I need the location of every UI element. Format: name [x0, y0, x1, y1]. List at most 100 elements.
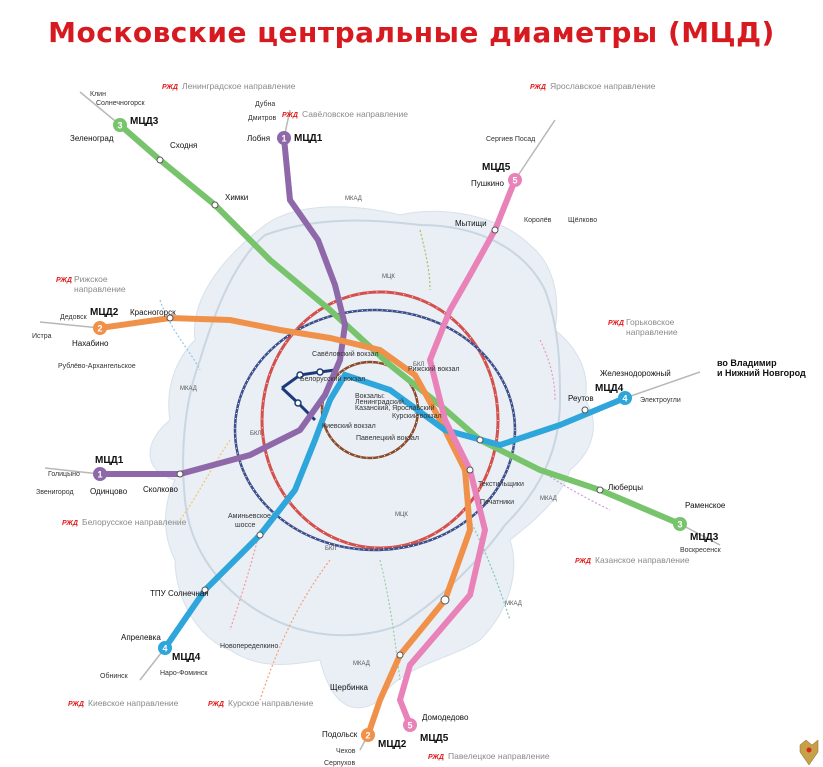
rzd-logo-icon: РЖД: [575, 558, 591, 565]
direction-kievskoe: Киевское направление: [88, 698, 179, 708]
mcd5-north-badge: [508, 173, 522, 187]
mkad-label: МКАД: [180, 386, 197, 392]
bkl-label: БКЛ: [250, 431, 261, 437]
bkl-ring: [233, 308, 517, 552]
station-domodedovo: Домодедово: [422, 713, 469, 722]
mcd2-south-badge: [361, 728, 375, 742]
station-podolsk: Подольск: [322, 730, 358, 739]
station-zheleznodorozhny: Железнодорожный: [600, 369, 671, 378]
line-name-labels: МЦД3 МЦД1 МЦД5 МЦД2 МЦД4 МЦД1 МЦД3 МЦД4 …: [90, 116, 719, 750]
station-klin: Клин: [90, 91, 106, 98]
direction-gorkovskoe-2: направление: [626, 327, 678, 337]
station-khimki: Химки: [225, 193, 248, 202]
mcd4-label-east: МЦД4: [595, 383, 624, 394]
station-lobnya: Лобня: [247, 134, 270, 143]
station-reutov: Реутов: [568, 394, 594, 403]
mcd2-west-badge: [93, 321, 107, 335]
mcd4-west-badge: [158, 641, 172, 655]
mkad-label: МКАД: [353, 661, 370, 667]
svg-text:5: 5: [512, 176, 517, 186]
direction-yaroslavskoe: Ярославское направление: [550, 81, 656, 91]
station-sergiev-posad: Сергиев Посад: [486, 136, 535, 143]
central-terminals: Савёловский вокзал Рижский вокзал Белору…: [300, 350, 459, 442]
mcd3-label-north: МЦД3: [130, 116, 159, 127]
mcd1-line: [97, 135, 349, 477]
direction-rizhskoe-1: Рижское: [74, 274, 108, 284]
rzd-logo-icon: РЖД: [56, 277, 72, 284]
direction-paveletskoe: Павелецкое направление: [448, 751, 550, 761]
station-elektrougli: Электроугли: [640, 397, 681, 404]
station-naro-fominsk: Наро-Фоминск: [160, 670, 208, 677]
station-tpu-solnechnaya: ТПУ Солнечная: [150, 589, 209, 598]
bkl-label: БКЛ: [325, 546, 336, 552]
station-dot: [466, 466, 474, 474]
terminal-kievsky: Киевский вокзал: [322, 422, 376, 430]
station-mytishchi: Мытищи: [455, 219, 487, 228]
station-tekstilshchiki: Текстильщики: [478, 481, 524, 488]
mcd4-east-badge: [618, 391, 632, 405]
direction-vladimir-2: и Нижний Новгород: [717, 368, 806, 378]
station-aprelevka: Апрелевка: [121, 633, 161, 642]
station-novoperedelkino: Новопеределкино: [220, 643, 278, 650]
terminal-belorussky: Белорусский вокзал: [300, 375, 365, 383]
mcd5-label-south: МЦД5: [420, 733, 449, 744]
terminal-three-stations-2: Ленинградский,: [355, 398, 406, 406]
station-aminyevskoe-2: шоссе: [235, 522, 256, 529]
mcd1-north-badge: [277, 131, 291, 145]
station-chekhov: Чехов: [336, 748, 356, 755]
rzd-logo-icon: РЖД: [208, 701, 224, 708]
terminal-three-stations-1: Вокзалы:: [355, 393, 385, 400]
mcd2-line: [97, 314, 474, 738]
station-golitsyno: Голицыно: [48, 471, 80, 478]
station-pechatniki: Печатники: [480, 499, 514, 506]
rzd-logo-icon: РЖД: [282, 112, 298, 119]
station-skolkovo: Сколково: [143, 485, 179, 494]
station-dot: [176, 470, 184, 478]
station-nakhabino: Нахабино: [72, 339, 109, 348]
station-rublevo: Рублёво-Архангельское: [58, 362, 136, 370]
rzd-logo-icon: РЖД: [162, 84, 178, 91]
station-shcherbinka: Щербинка: [330, 683, 369, 692]
mcd3-south-badge: [673, 517, 687, 531]
terminal-kursky: Курский вокзал: [392, 412, 442, 420]
station-dot: [396, 651, 404, 659]
ring-labels: МЦК МЦК БКЛ БКЛ БКЛ МКАД МКАД МКАД МКАД …: [180, 196, 557, 667]
station-zelenograd: Зеленоград: [70, 134, 114, 143]
station-skhodnya: Сходня: [170, 141, 197, 150]
mck-label: МЦК: [382, 274, 395, 280]
mcd1-west-badge: [93, 467, 107, 481]
terminal-savelovsky: Савёловский вокзал: [312, 350, 379, 358]
direction-leningradskoe: Ленинградское направление: [182, 81, 296, 91]
mcd4-label-west: МЦД4: [172, 652, 201, 663]
svg-text:2: 2: [97, 324, 102, 334]
station-aminyevskoe-1: Аминьевское: [228, 513, 271, 520]
svg-text:1: 1: [281, 134, 286, 144]
mcd3-north-badge: [113, 118, 127, 132]
bkl-label: БКЛ: [413, 362, 424, 368]
direction-rizhskoe-2: направление: [74, 284, 126, 294]
direction-gorkovskoe-1: Горьковское: [626, 317, 675, 327]
svg-text:1: 1: [97, 470, 102, 480]
svg-text:3: 3: [677, 520, 682, 530]
station-shchelkovo: Щёлково: [568, 217, 597, 224]
station-labels: Клин Солнечногорск Дубна Дмитров Зеленог…: [32, 91, 726, 767]
mcd3-line: [117, 122, 683, 527]
svg-text:3: 3: [117, 121, 122, 131]
direction-savelovskoe: Савёловское направление: [302, 109, 408, 119]
mck-label: МЦК: [395, 512, 408, 518]
mcd5-south-badge: [403, 718, 417, 732]
station-korolev: Королёв: [524, 217, 552, 224]
station-dot: [596, 486, 604, 494]
svg-text:2: 2: [365, 731, 370, 741]
rzd-logo-icon: РЖД: [428, 754, 444, 761]
station-dot: [256, 531, 264, 539]
station-dot: [440, 595, 450, 605]
station-dot: [166, 314, 174, 322]
railway-lines: [39, 91, 721, 751]
station-dot: [156, 156, 164, 164]
station-obninsk: Обнинск: [100, 672, 129, 680]
coat-of-arms-icon: [799, 739, 819, 766]
station-dubna: Дубна: [255, 100, 275, 108]
station-ramenskoe: Раменское: [685, 501, 726, 510]
